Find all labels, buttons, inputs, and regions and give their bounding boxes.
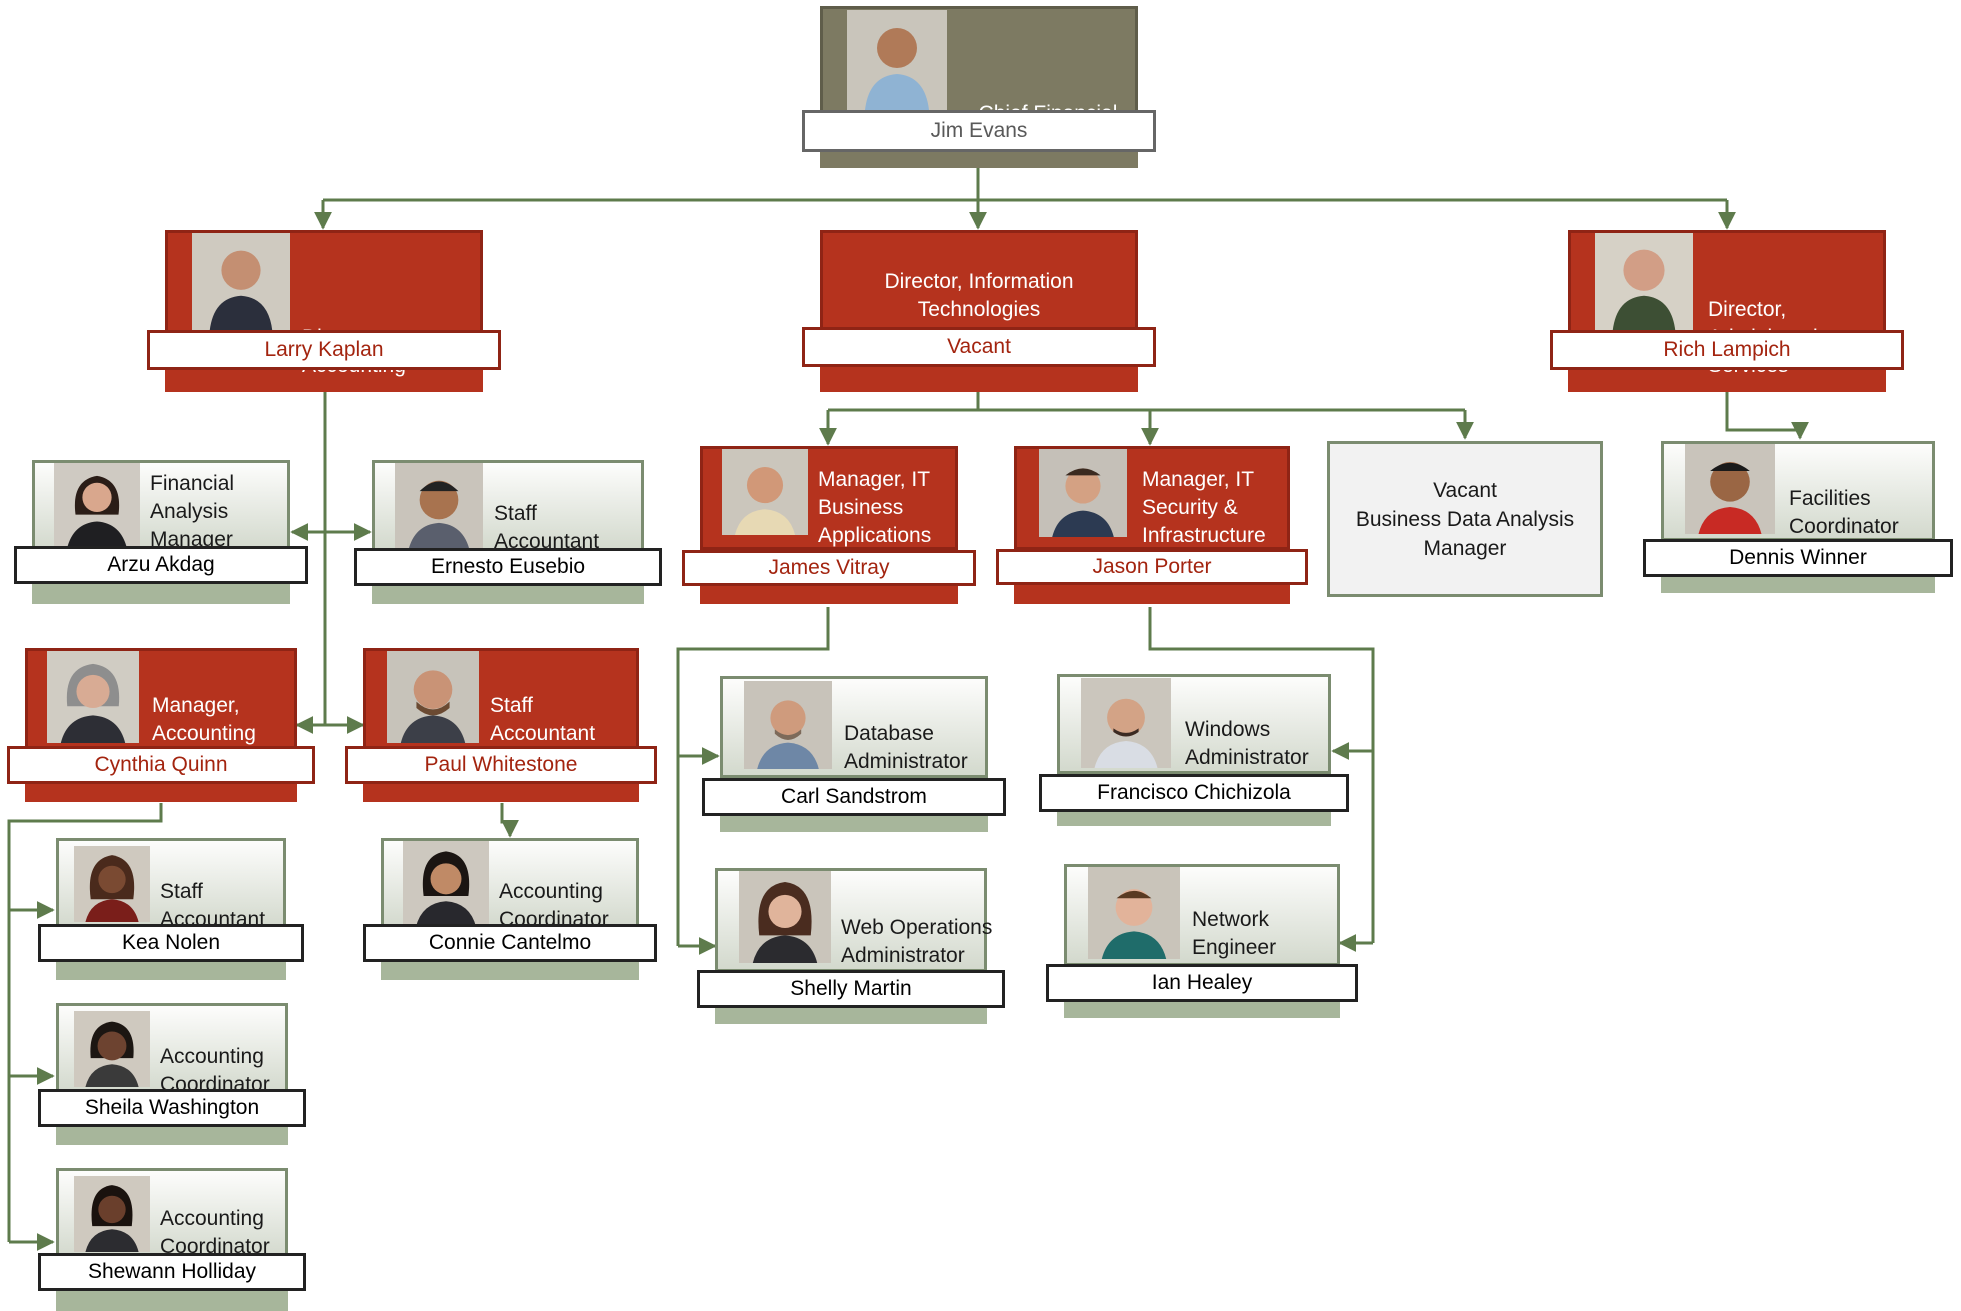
- connector-vitray-trunk: [676, 607, 830, 946]
- director-admin-card: Director, Administrative Services Rich L…: [1550, 230, 1904, 392]
- staff-accountant-paul-title: Staff Accountant: [490, 694, 596, 745]
- mgr-it-security-name: Jason Porter: [996, 549, 1308, 585]
- person-photo-icon: [744, 681, 832, 769]
- facilities-title: Facilities Coordinator: [1789, 487, 1899, 538]
- mgr-accounting-name: Cynthia Quinn: [7, 746, 315, 784]
- acct-coord-connie-title: Accounting Coordinator: [499, 880, 609, 931]
- person-photo-icon: [74, 1011, 150, 1087]
- card-header: [820, 230, 1138, 338]
- web-ops-card: Web Operations Administrator Shelly Mart…: [697, 868, 1005, 1028]
- mgr-it-business-name: James Vitray: [682, 550, 976, 586]
- acct-coord-connie-name: Connie Cantelmo: [363, 924, 657, 962]
- connector-to-connie: [500, 803, 519, 838]
- acct-coord-connie-card: Accounting Coordinator Connie Cantelmo: [363, 838, 657, 984]
- fin-analysis-name: Arzu Akdag: [14, 546, 308, 584]
- staff-accountant-kea-title: Staff Accountant: [160, 880, 266, 931]
- mgr-accounting-title: Manager, Accounting: [152, 694, 256, 745]
- acct-coord-sheila-title: Accounting Coordinator: [160, 1045, 270, 1096]
- person-photo-icon: [74, 846, 150, 922]
- vacant-bda-line2: Business Data Analysis: [1355, 507, 1575, 531]
- director-it-name: Vacant: [802, 327, 1156, 367]
- person-photo-icon: [74, 1176, 150, 1252]
- director-accounting-name: Larry Kaplan: [147, 330, 501, 370]
- person-photo-icon: [387, 651, 479, 743]
- person-photo-icon: [54, 463, 140, 549]
- cfo-card: Chief Financial Officer Jim Evans: [802, 6, 1156, 168]
- person-photo-icon: [1595, 233, 1693, 331]
- staff-accountant-ernesto-card: Staff Accountant Ernesto Eusebio: [354, 460, 662, 606]
- staff-accountant-kea-card: Staff Accountant Kea Nolen: [38, 838, 304, 984]
- connector-it-trunk: [828, 385, 1465, 412]
- director-it-title: Director, Information Technologies: [884, 270, 1074, 321]
- acct-coord-sheila-name: Sheila Washington: [38, 1089, 306, 1127]
- acct-coord-shewann-title: Accounting Coordinator: [160, 1207, 270, 1258]
- vacant-bda-card: Vacant Business Data Analysis Manager: [1327, 441, 1603, 597]
- cfo-name: Jim Evans: [802, 110, 1156, 152]
- mgr-it-business-title: Manager, IT Business Applications: [818, 468, 932, 547]
- fin-analysis-title: Financial Analysis Manager: [150, 472, 235, 551]
- director-it-card: Director, Information Technologies Vacan…: [802, 230, 1156, 392]
- person-photo-icon: [192, 233, 290, 331]
- staff-accountant-kea-name: Kea Nolen: [38, 924, 304, 962]
- staff-accountant-ernesto-title: Staff Accountant: [494, 502, 600, 553]
- web-ops-title: Web Operations Administrator: [841, 916, 993, 967]
- connector-porter-trunk: [1148, 607, 1375, 943]
- mgr-accounting-card: Manager, Accounting Cynthia Quinn: [7, 648, 315, 806]
- acct-coord-shewann-card: Accounting Coordinator Shewann Holliday: [38, 1168, 306, 1311]
- connector-mgr-accounting-trunk: [7, 803, 163, 1242]
- fin-analysis-card: Financial Analysis Manager Arzu Akdag: [14, 460, 308, 606]
- acct-coord-sheila-card: Accounting Coordinator Sheila Washington: [38, 1003, 306, 1149]
- vacant-bda-line3: Manager: [1423, 536, 1507, 560]
- person-photo-icon: [1088, 867, 1180, 959]
- person-photo-icon: [395, 463, 483, 551]
- dba-title: Database Administrator: [844, 722, 968, 773]
- mgr-it-security-title: Manager, IT Security & Infrastructure: [1142, 468, 1266, 547]
- windows-admin-card: Windows Administrator Francisco Chichizo…: [1039, 674, 1349, 830]
- person-photo-icon: [1081, 678, 1171, 768]
- director-admin-name: Rich Lampich: [1550, 330, 1904, 370]
- person-photo-icon: [47, 651, 139, 743]
- network-eng-title: Network Engineer: [1192, 908, 1277, 959]
- person-photo-icon: [1685, 444, 1775, 534]
- network-eng-card: Network Engineer Ian Healey: [1046, 864, 1358, 1022]
- staff-accountant-ernesto-name: Ernesto Eusebio: [354, 548, 662, 586]
- dba-card: Database Administrator Carl Sandstrom: [702, 676, 1006, 836]
- dba-name: Carl Sandstrom: [702, 778, 1006, 816]
- windows-admin-title: Windows Administrator: [1185, 718, 1309, 769]
- staff-accountant-paul-card: Staff Accountant Paul Whitestone: [345, 648, 657, 806]
- person-photo-icon: [739, 871, 831, 963]
- person-photo-icon: [1039, 449, 1127, 537]
- network-eng-name: Ian Healey: [1046, 964, 1358, 1002]
- person-photo-icon: [722, 449, 808, 535]
- director-accounting-card: Director, Accounting Larry Kaplan: [147, 230, 501, 392]
- person-photo-icon: [847, 10, 947, 110]
- facilities-name: Dennis Winner: [1643, 539, 1953, 577]
- staff-accountant-paul-name: Paul Whitestone: [345, 746, 657, 784]
- mgr-it-security-card: Manager, IT Security & Infrastructure Ja…: [996, 446, 1308, 608]
- mgr-it-business-card: Manager, IT Business Applications James …: [682, 446, 976, 608]
- web-ops-name: Shelly Martin: [697, 970, 1005, 1008]
- facilities-card: Facilities Coordinator Dennis Winner: [1643, 441, 1953, 597]
- vacant-bda-line1: Vacant: [1433, 478, 1497, 502]
- person-photo-icon: [403, 841, 489, 927]
- connector-to-dennis: [1725, 385, 1809, 440]
- acct-coord-shewann-name: Shewann Holliday: [38, 1253, 306, 1291]
- windows-admin-name: Francisco Chichizola: [1039, 774, 1349, 812]
- connector-cfo-directors: [323, 165, 1727, 202]
